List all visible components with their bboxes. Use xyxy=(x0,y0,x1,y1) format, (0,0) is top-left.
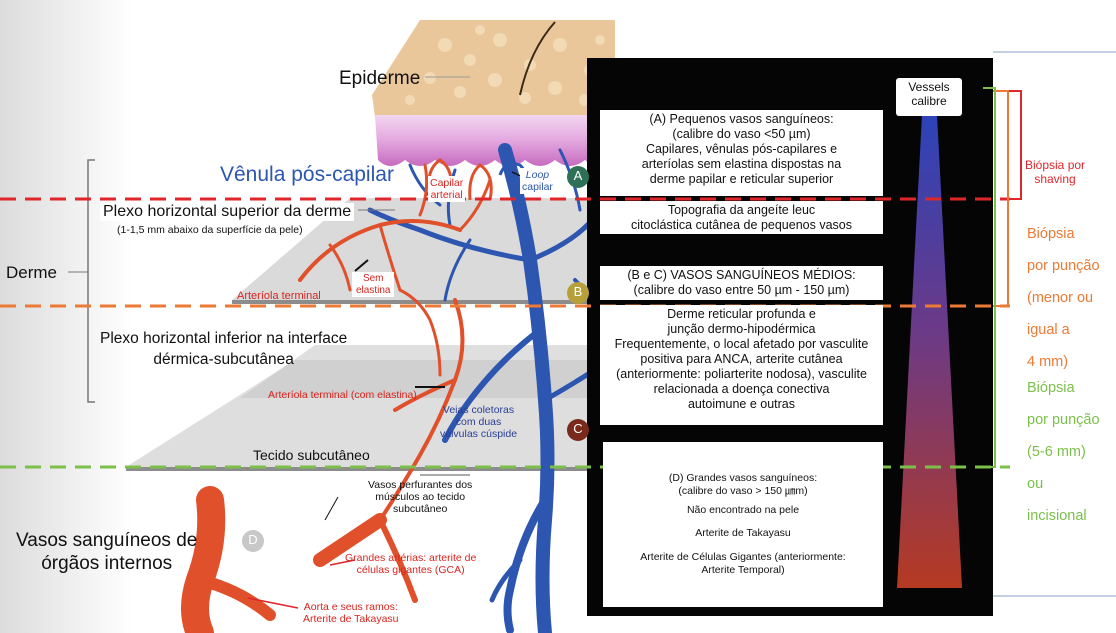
biopsy-shaving-label: Biópsia por shaving xyxy=(1025,159,1085,187)
marker-d: D xyxy=(242,533,264,548)
vessels-calibre-label: Vessels calibre xyxy=(896,78,962,116)
biopsy-punch-small-label: Biópsia por punção (menor ou igual a 4 m… xyxy=(1027,218,1100,378)
perfurantes-pointer xyxy=(325,497,338,520)
label-capilar-arterial: Capilar arterial xyxy=(428,176,465,202)
box-large-vessels: (D) Grandes vasos sanguíneos: (calibre d… xyxy=(603,442,883,607)
label-arteriola-terminal-elastina: Arteríola terminal (com elastina) xyxy=(268,389,417,401)
box-small-vessels: (A) Pequenos vasos sanguíneos: (calibre … xyxy=(600,110,883,196)
label-veias-coletoras: Veias coletoras com duas válvulas cúspid… xyxy=(440,404,517,440)
label-plexo-superior-sub: (1-1,5 mm abaixo da superfície da pele) xyxy=(117,224,303,236)
box-medium-vessels: (B e C) VASOS SANGUÍNEOS MÉDIOS: (calibr… xyxy=(600,266,883,300)
label-derme: Derme xyxy=(6,263,57,283)
skin-epidermis xyxy=(372,20,615,166)
box-medium-vessels-detail: Derme reticular profunda e junção dermo-… xyxy=(600,305,883,425)
label-vasos-orgaos: Vasos sanguíneos de órgãos internos xyxy=(16,530,197,576)
label-plexo-inferior: Plexo horizontal inferior na interface d… xyxy=(100,329,347,371)
label-grandes-arterias: Grandes artérias: arterite de células gi… xyxy=(345,552,476,576)
marker-b: B xyxy=(567,285,589,300)
label-arteriola-terminal: Arteríola terminal xyxy=(237,290,321,303)
label-vasos-perfurantes: Vasos perfurantes dos músculos ao tecido… xyxy=(368,479,472,515)
marker-a: A xyxy=(567,169,589,184)
label-venula: Vênula pós-capilar xyxy=(220,163,394,187)
biopsy-punch-large-label: Biópsia por punção (5-6 mm) ou incisiona… xyxy=(1027,372,1100,532)
label-plexo-superior: Plexo horizontal superior da derme xyxy=(100,203,354,221)
label-loop-capilar: Loop capilar xyxy=(520,168,555,194)
label-sem-elastina: Sem elastina xyxy=(352,272,394,297)
label-tecido-subcutaneo: Tecido subcutâneo xyxy=(253,447,370,463)
marker-c: C xyxy=(567,422,589,437)
label-epiderme: Epiderme xyxy=(339,68,420,90)
label-aorta: Aorta e seus ramos: Arterite de Takayasu xyxy=(303,601,399,625)
box-small-vessels-topography: Topografia da angeíte leuc citoclástica … xyxy=(600,201,883,234)
